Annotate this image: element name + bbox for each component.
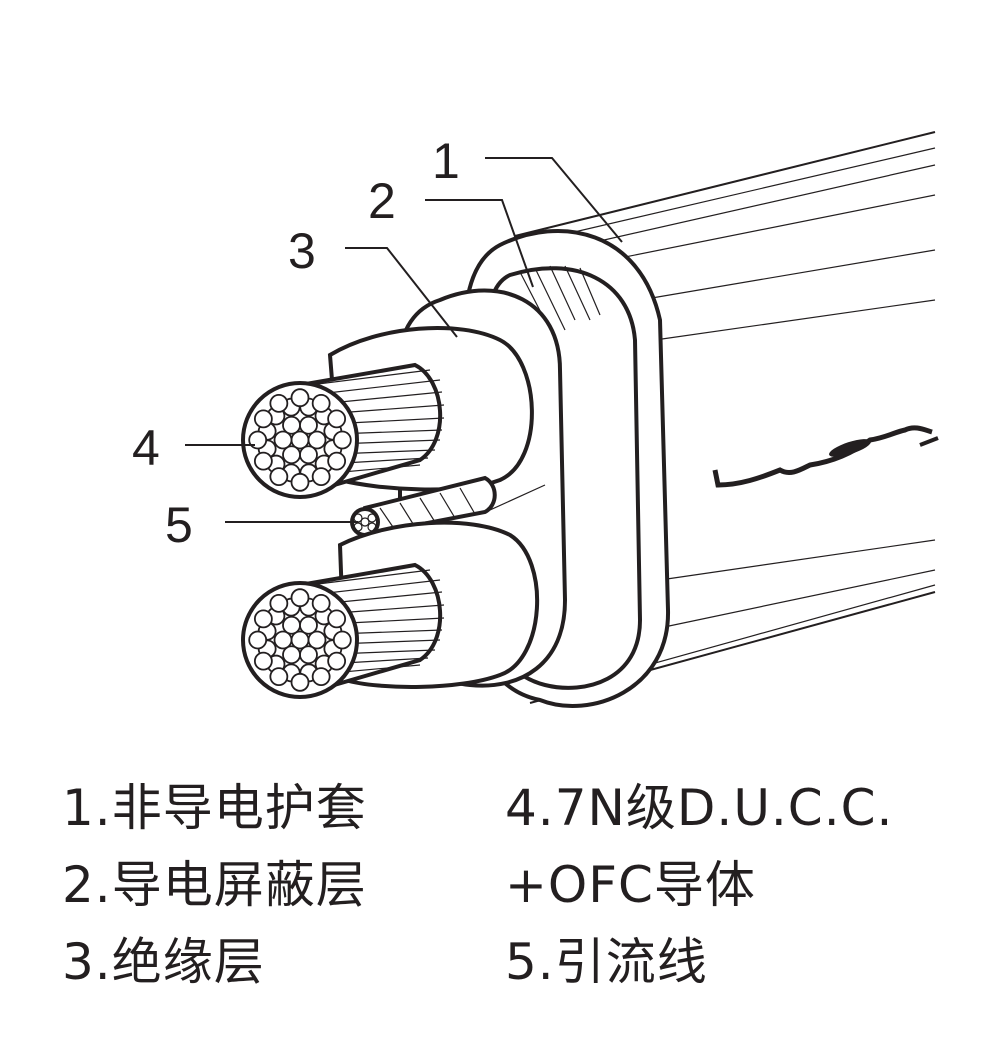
strand — [253, 609, 273, 629]
legend-item-drain-wire: 5.引流线 — [505, 933, 708, 991]
luxman-logo — [712, 425, 939, 488]
callout-1: 1 — [432, 133, 623, 243]
separator-line — [489, 484, 546, 511]
strand — [273, 430, 293, 450]
strand — [307, 630, 327, 650]
strand — [307, 430, 327, 450]
legend-item-conductor: 4.7N级D.U.C.C. — [505, 779, 894, 837]
legend-item-shield: 2.导电屏蔽层 — [62, 856, 367, 914]
strand — [299, 445, 318, 465]
legend-item-insulation: 3.绝缘层 — [62, 933, 265, 991]
strand — [273, 630, 293, 650]
strand — [290, 388, 310, 408]
strand — [332, 630, 352, 650]
shield-stripes — [519, 265, 601, 331]
lower-conductor — [241, 520, 540, 699]
callout-5: 5 — [165, 497, 358, 553]
strand — [327, 609, 347, 629]
strand — [327, 451, 347, 471]
strand — [282, 415, 301, 435]
svg-text:5: 5 — [165, 497, 193, 553]
strand — [282, 645, 301, 665]
strand — [311, 467, 331, 487]
strand — [269, 593, 289, 613]
strand — [253, 651, 273, 671]
legend-item-conductor-cont: +OFC导体 — [505, 856, 756, 914]
strand — [299, 645, 318, 665]
callout-3: 3 — [288, 223, 458, 338]
strand — [311, 667, 331, 687]
strand — [299, 615, 318, 635]
strand — [311, 393, 331, 413]
svg-text:4: 4 — [132, 420, 160, 476]
conductor-strands — [248, 588, 352, 692]
svg-text:3: 3 — [288, 223, 316, 279]
callout-4: 4 — [132, 420, 255, 476]
strand — [282, 615, 301, 635]
callout-2: 2 — [368, 173, 534, 288]
strand — [290, 672, 310, 692]
strand — [248, 630, 268, 650]
svg-text:2: 2 — [368, 173, 396, 229]
strand — [311, 593, 331, 613]
strand — [290, 472, 310, 492]
strand — [332, 430, 352, 450]
legend-item-jacket: 1.非导电护套 — [62, 779, 367, 837]
strand — [253, 409, 273, 429]
strand — [327, 409, 347, 429]
strand — [269, 393, 289, 413]
strand — [290, 588, 310, 608]
strand — [299, 415, 318, 435]
strand — [327, 651, 347, 671]
strand — [269, 467, 289, 487]
strand — [282, 445, 301, 465]
strand — [253, 451, 273, 471]
strand — [269, 667, 289, 687]
upper-conductor — [241, 326, 534, 499]
svg-text:1: 1 — [432, 133, 460, 189]
